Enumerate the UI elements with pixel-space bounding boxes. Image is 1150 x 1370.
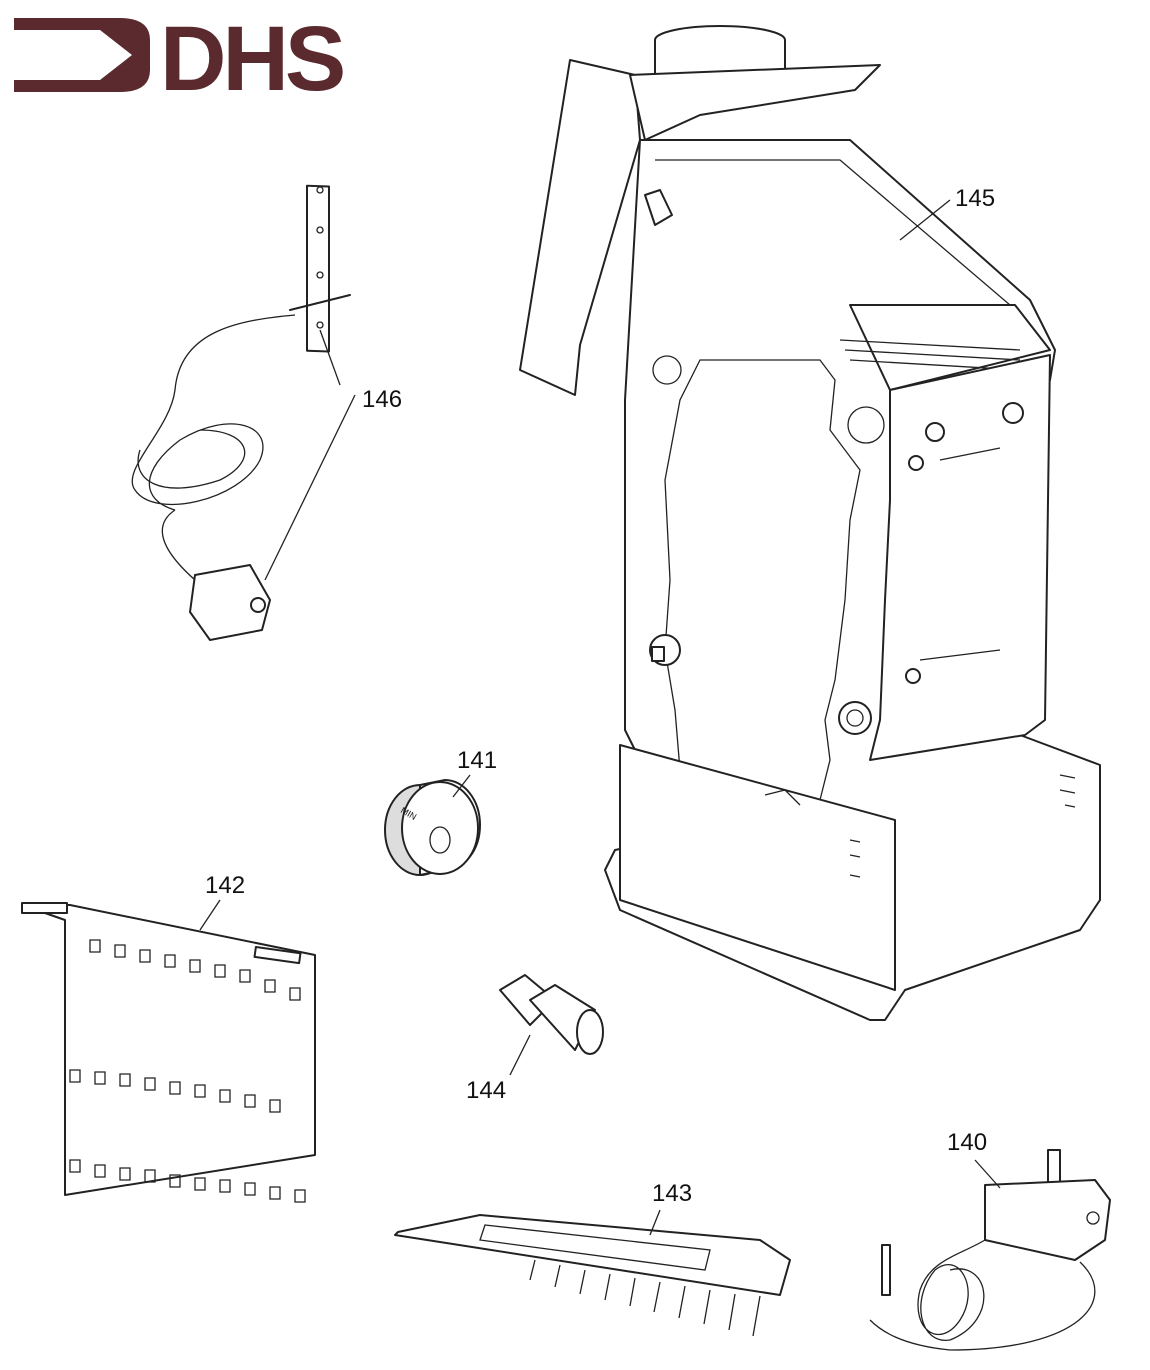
part-141-knob: MIN [384, 774, 481, 876]
part-146-sensor [131, 184, 356, 641]
label-142: 142 [205, 872, 245, 899]
part-143-burner-bar [394, 1209, 791, 1337]
logo-text: DHS [160, 8, 343, 110]
part-140-thermostat [869, 1149, 1111, 1351]
part-142-burner-panel [21, 899, 316, 1203]
part-144-injector [499, 974, 604, 1076]
label-141: 141 [457, 747, 497, 774]
label-144: 144 [466, 1077, 506, 1104]
label-146: 146 [362, 386, 402, 413]
label-145: 145 [955, 185, 995, 212]
logo-arrow-icon [14, 18, 150, 92]
label-143: 143 [652, 1180, 692, 1207]
dhs-logo: DHS [14, 8, 347, 110]
label-140: 140 [947, 1129, 987, 1156]
part-145-burner-housing [519, 25, 1101, 1021]
